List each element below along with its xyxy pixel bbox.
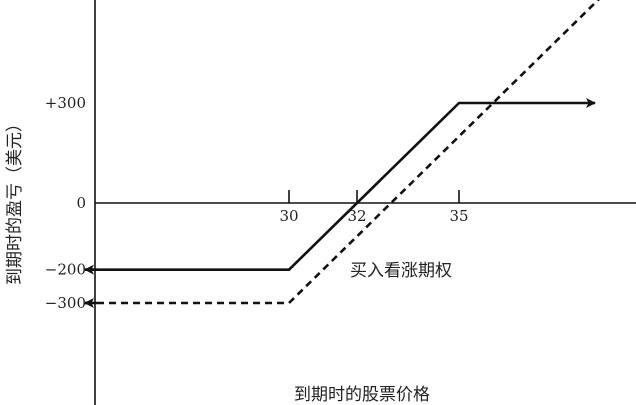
x-tick-label: 35 bbox=[449, 207, 468, 225]
y-axis-label: 到期时的盈亏（美元） bbox=[5, 115, 25, 285]
x-ticks: 30 32 35 bbox=[279, 190, 469, 225]
y-ticks: +300 0 −200 −300 bbox=[45, 94, 86, 312]
y-tick-label: +300 bbox=[45, 94, 86, 112]
y-tick-label: −300 bbox=[45, 294, 86, 312]
dashed-payoff-line bbox=[85, 0, 600, 305]
y-tick-label: 0 bbox=[76, 194, 86, 212]
solid-payoff-line bbox=[85, 98, 596, 271]
x-tick-label: 32 bbox=[347, 207, 366, 225]
annotation-label: 买入看涨期权 bbox=[350, 261, 452, 281]
x-axis-label: 到期时的股票价格 bbox=[294, 385, 430, 405]
x-tick-label: 30 bbox=[279, 207, 298, 225]
series-layer bbox=[84, 0, 600, 308]
y-tick-label: −200 bbox=[45, 261, 86, 279]
